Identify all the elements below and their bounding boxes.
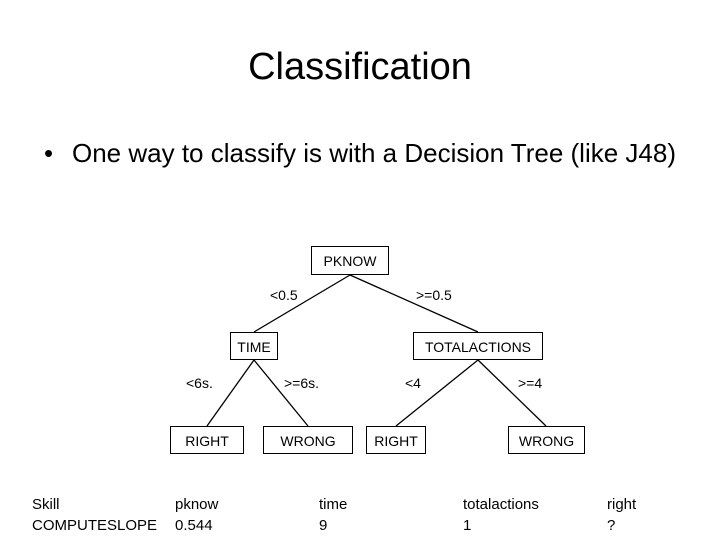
- leaf-wrong-2: WRONG: [508, 426, 585, 454]
- leaf-right-1: RIGHT: [170, 426, 244, 454]
- node-pknow: PKNOW: [311, 246, 389, 275]
- edge-root-right: [349, 274, 479, 333]
- edge-time-right: [253, 359, 309, 427]
- edge-time-left: [206, 359, 255, 427]
- table-cell-skill-header: Skill: [32, 496, 60, 513]
- table-cell-pknow-header: pknow: [175, 496, 219, 513]
- edge-total-left: [395, 359, 479, 427]
- node-totalactions: TOTALACTIONS: [413, 332, 543, 360]
- node-time: TIME: [230, 332, 278, 360]
- table-cell-time-header: time: [319, 496, 348, 513]
- table-cell-right-value: ?: [607, 517, 616, 534]
- bullet-marker: •: [44, 138, 54, 168]
- table-cell-totalactions-value: 1: [463, 517, 472, 534]
- leaf-wrong-1: WRONG: [263, 426, 353, 454]
- table-cell-right-header: right: [607, 496, 637, 513]
- edge-label-gte-0.5: >=0.5: [416, 287, 452, 303]
- edge-total-right: [477, 359, 547, 427]
- edge-label-gte-6s: >=6s.: [284, 375, 320, 391]
- edge-label-gte-4: >=4: [518, 375, 543, 391]
- edge-label-lt-4: <4: [405, 375, 421, 391]
- table-cell-skill-value: COMPUTESLOPE: [32, 517, 158, 534]
- table-cell-pknow-value: 0.544: [175, 517, 213, 534]
- table-cell-time-value: 9: [319, 517, 328, 534]
- bullet-text: One way to classify is with a Decision T…: [72, 138, 676, 168]
- edge-root-left: [253, 274, 351, 333]
- leaf-right-2: RIGHT: [366, 426, 426, 454]
- slide-title: Classification: [248, 46, 472, 88]
- table-cell-totalactions-header: totalactions: [463, 496, 539, 513]
- edge-label-lt-6s: <6s.: [186, 375, 213, 391]
- edge-label-lt-0.5: <0.5: [270, 287, 298, 303]
